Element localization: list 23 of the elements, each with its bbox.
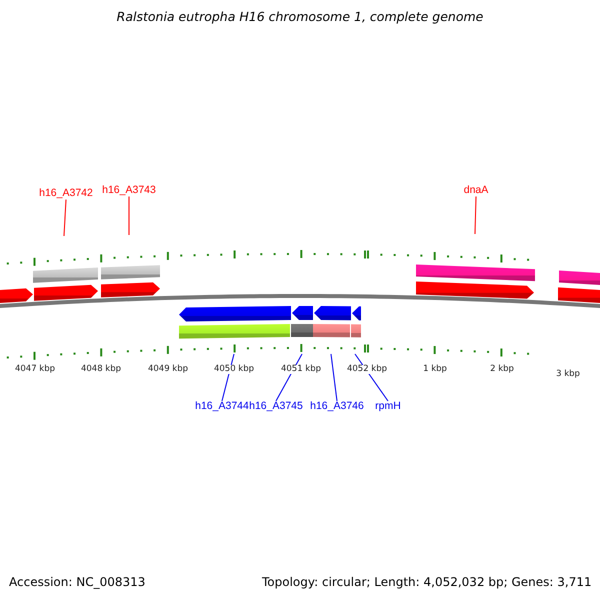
scale-label: 4047 kbp xyxy=(14,365,56,374)
leader-line xyxy=(330,354,338,402)
scale-label: 4048 kbp xyxy=(80,365,122,374)
scale-label: 4051 kbp xyxy=(280,365,322,374)
scale-label: 4050 kbp xyxy=(214,365,254,374)
gene-label: h16_A3744 xyxy=(195,401,249,413)
gene-label: h16_A3742 xyxy=(39,188,93,200)
leader-line xyxy=(64,199,66,236)
gene-label: dnaA xyxy=(464,185,488,197)
scale-label: 1 kbp xyxy=(423,365,447,374)
diagram-title: Ralstonia eutropha H16 chromosome 1, complete genome xyxy=(116,10,484,24)
gene-label: h16_A3745 xyxy=(249,401,303,413)
leader-line xyxy=(128,196,130,236)
gene-label: rpmH xyxy=(375,401,401,413)
footer-text: Topology: circular; Length: 4,052,032 bp; Genes: 3,711 xyxy=(262,576,592,590)
gene-label: h16_A3746 xyxy=(310,401,364,413)
scale-label: 3 kbp xyxy=(556,370,580,380)
scale-label: 2 kbp xyxy=(490,365,514,374)
scale-label: 4052 kbp xyxy=(346,365,388,374)
scale-label: 4049 kbp xyxy=(148,365,188,374)
gene-label: h16_A3743 xyxy=(102,185,156,197)
leader-line xyxy=(474,196,476,234)
footer-text: Accession: NC_008313 xyxy=(9,576,146,590)
